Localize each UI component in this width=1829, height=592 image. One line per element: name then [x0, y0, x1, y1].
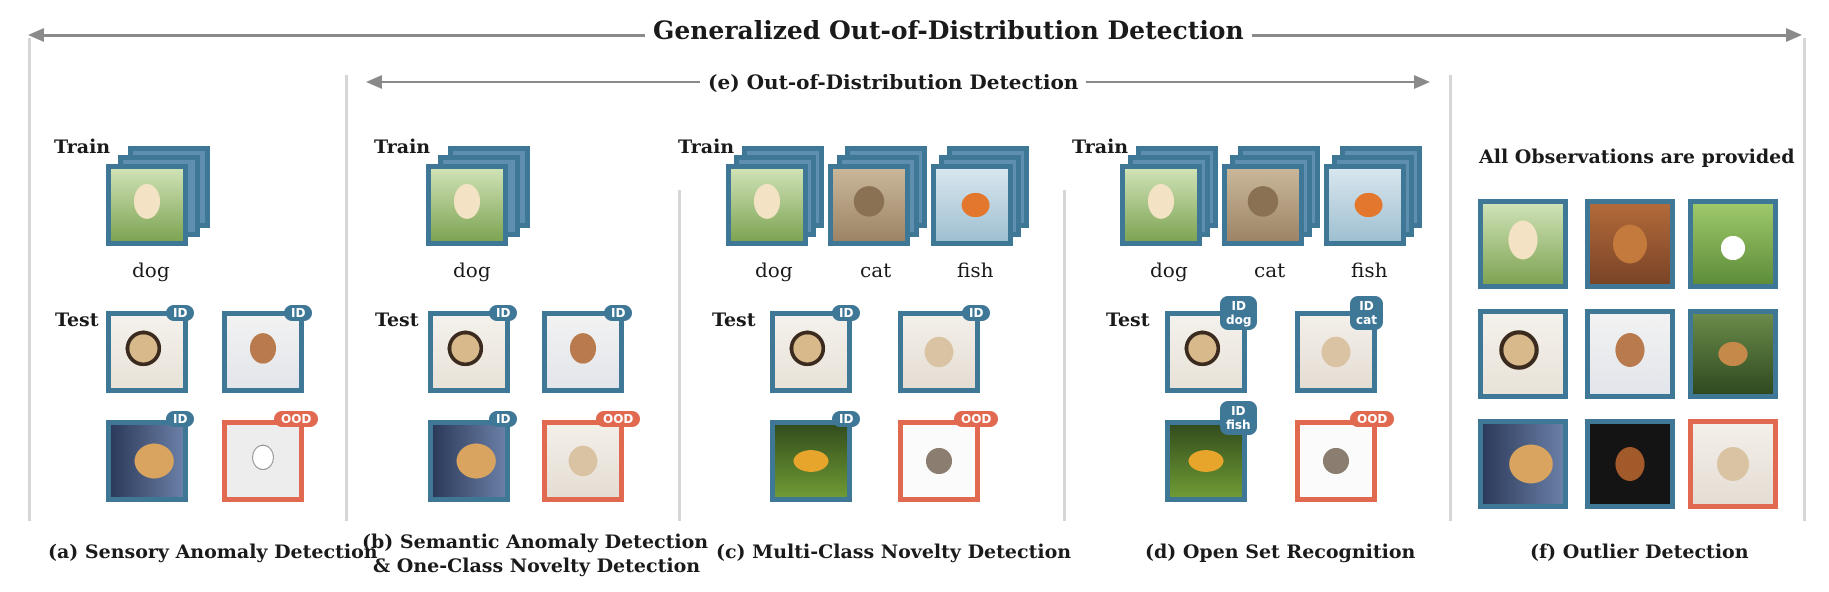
obs-image-running-dog: [1688, 309, 1778, 399]
badge-id-lab-b: ID: [489, 411, 518, 427]
test-image-pug-c: [770, 311, 852, 393]
badge-id-pug-b: ID: [489, 305, 518, 321]
badge-id-dog-d: ID dog: [1220, 296, 1258, 330]
badge-ood-bird-c: OOD: [954, 411, 999, 427]
obs-image-pomeranian: [1688, 199, 1778, 289]
obs-image-pug: [1478, 309, 1568, 399]
test-image-fluffy-a: [222, 311, 304, 393]
caption-b-line1: (b) Semantic Anomaly Detection: [362, 531, 709, 553]
class-label-dog-b: dog: [453, 258, 491, 282]
obs-image-lab: [1478, 419, 1568, 509]
sub-arrowhead-right: [1414, 75, 1430, 89]
test-image-kitten-b: [542, 420, 624, 502]
obs-image-chihuahua: [1585, 419, 1675, 509]
caption-b-line2: & One-Class Novelty Detection: [373, 555, 701, 577]
divider-a-b: [345, 75, 348, 521]
test-image-goldfish-c: [770, 420, 852, 502]
badge-id-fish-line1: ID: [1231, 404, 1246, 418]
train-label-c: Train: [678, 136, 735, 158]
obs-image-fluffy: [1585, 309, 1675, 399]
test-image-lab-b: [428, 420, 510, 502]
train-image-cat-d: [1222, 164, 1304, 246]
train-label-b: Train: [374, 136, 431, 158]
sub-title: (e) Out-of-Distribution Detection: [700, 70, 1087, 94]
main-title: Generalized Out-of-Distribution Detectio…: [645, 16, 1252, 45]
train-label-a: Train: [54, 136, 111, 158]
divider-left-edge: [28, 38, 31, 521]
test-label-b: Test: [375, 309, 419, 331]
caption-d: (d) Open Set Recognition: [1145, 541, 1416, 563]
test-label-a: Test: [55, 309, 99, 331]
obs-image-kitten-outlier: [1688, 419, 1778, 509]
caption-c: (c) Multi-Class Novelty Detection: [716, 541, 1072, 563]
train-image-fish-c: [931, 164, 1013, 246]
train-image-dog-c: [726, 164, 808, 246]
class-label-dog-c: dog: [755, 258, 793, 282]
test-image-pug-a: [106, 311, 188, 393]
main-arrowhead-left: [28, 28, 44, 42]
class-label-fish-d: fish: [1351, 258, 1388, 282]
sub-arrowhead-left: [366, 75, 382, 89]
test-image-goldfish-d: [1165, 420, 1247, 502]
caption-a: (a) Sensory Anomaly Detection: [48, 541, 378, 563]
badge-id-kitten-c: ID: [962, 305, 991, 321]
test-image-pug-b: [428, 311, 510, 393]
badge-id-fluffy-b: ID: [604, 305, 633, 321]
divider-b-c: [678, 190, 681, 521]
train-image-dog-d: [1120, 164, 1202, 246]
main-arrowhead-right: [1786, 28, 1802, 42]
badge-ood-kitten-b: OOD: [596, 411, 641, 427]
badge-id-lab-a: ID: [166, 411, 195, 427]
test-label-d: Test: [1106, 309, 1150, 331]
badge-id-fluffy-a: ID: [284, 305, 313, 321]
all-observations-label: All Observations are provided: [1479, 146, 1795, 168]
class-label-cat-d: cat: [1254, 258, 1286, 282]
badge-id-cat-line1: ID: [1359, 299, 1374, 313]
badge-id-fish-line2: fish: [1226, 418, 1251, 432]
test-image-kitten-c: [898, 311, 980, 393]
train-image-cat-c: [828, 164, 910, 246]
test-image-bird-c: [898, 420, 980, 502]
caption-f: (f) Outlier Detection: [1530, 541, 1749, 563]
train-image-dog-b: [426, 164, 508, 246]
badge-id-cat-d: ID cat: [1350, 296, 1383, 330]
badge-id-dog-line1: ID: [1231, 299, 1246, 313]
badge-ood-bird-d: OOD: [1350, 411, 1395, 427]
obs-image-puppy: [1478, 199, 1568, 289]
train-label-d: Train: [1072, 136, 1129, 158]
badge-id-goldfish-c: ID: [832, 411, 861, 427]
class-label-cat-c: cat: [860, 258, 892, 282]
obs-image-retriever: [1585, 199, 1675, 289]
badge-ood-sketch-a: OOD: [274, 411, 319, 427]
badge-id-pug-c: ID: [832, 305, 861, 321]
class-label-fish-c: fish: [957, 258, 994, 282]
class-label-dog-d: dog: [1150, 258, 1188, 282]
badge-id-pug-a: ID: [166, 305, 195, 321]
test-image-lab-a: [106, 420, 188, 502]
test-image-fluffy-b: [542, 311, 624, 393]
divider-d-f: [1449, 75, 1452, 521]
badge-id-cat-line2: cat: [1356, 313, 1377, 327]
divider-c-d: [1063, 190, 1066, 521]
class-label-dog-a: dog: [132, 258, 170, 282]
test-image-bird-d: [1295, 420, 1377, 502]
train-image-dog-a: [106, 164, 188, 246]
divider-right-edge: [1803, 38, 1806, 521]
test-label-c: Test: [712, 309, 756, 331]
test-image-sketch-a: [222, 420, 304, 502]
badge-id-dog-line2: dog: [1226, 313, 1252, 327]
badge-id-fish-d: ID fish: [1220, 401, 1257, 435]
train-image-fish-d: [1324, 164, 1406, 246]
